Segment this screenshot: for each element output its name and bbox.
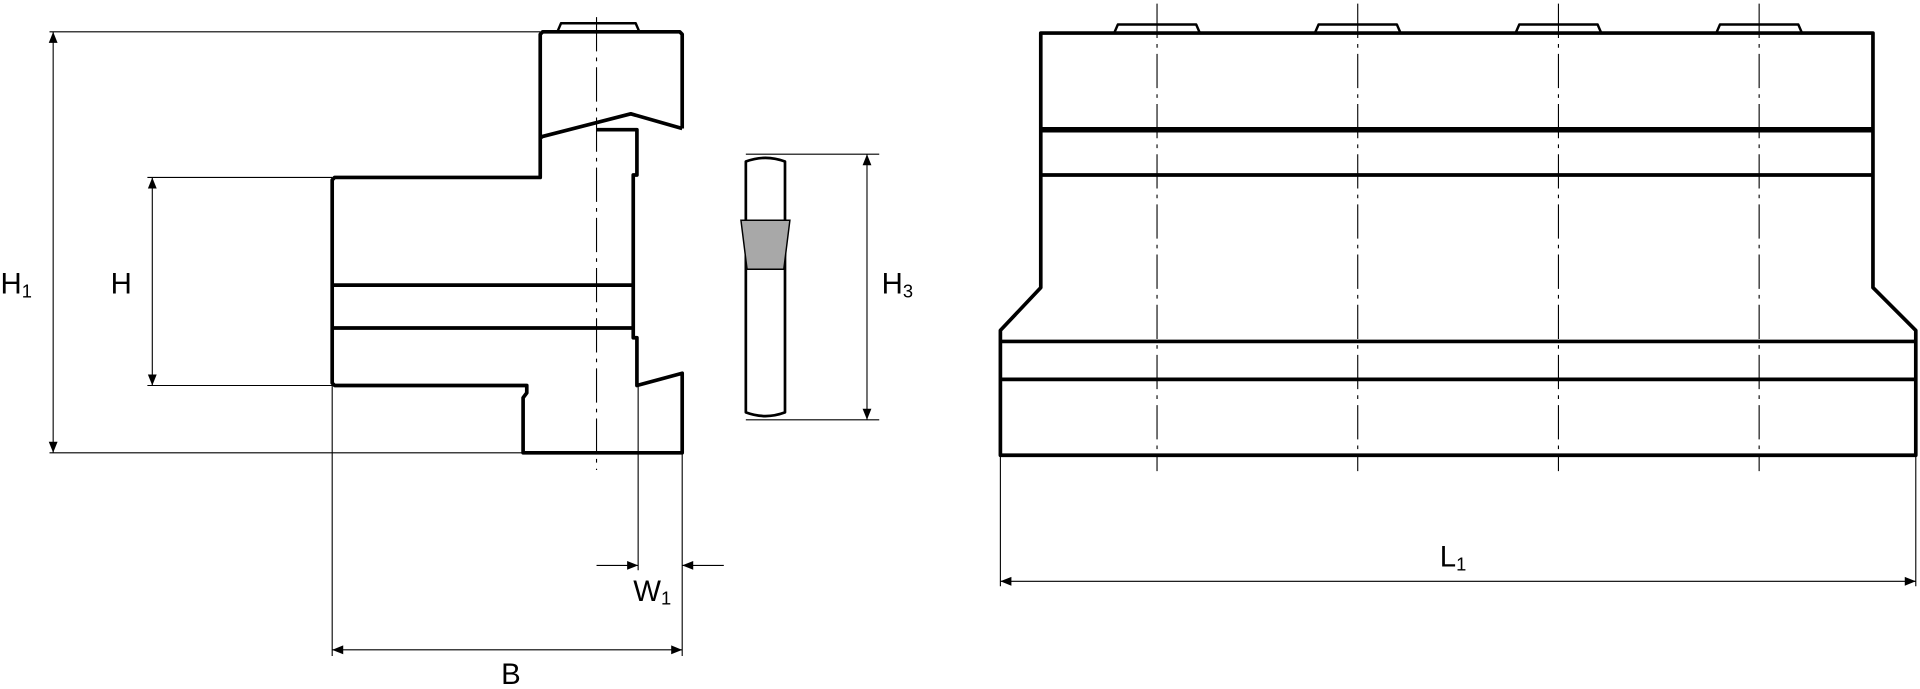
side-view: H1 H B W1 xyxy=(1,17,724,689)
insert-outline xyxy=(744,156,787,418)
b-label: B xyxy=(501,658,521,689)
h3-label: H3 xyxy=(882,268,913,302)
insert-view: H3 xyxy=(740,153,913,421)
insert-shaded-section xyxy=(740,219,791,270)
l1-label: L1 xyxy=(1440,541,1467,575)
clamp-cap xyxy=(556,22,641,33)
front-view: L1 xyxy=(998,3,1918,587)
w1-label: W1 xyxy=(633,575,671,609)
side-view-outline xyxy=(330,29,685,455)
h1-label: H1 xyxy=(1,268,32,302)
front-view-outline xyxy=(998,31,1918,458)
h-label: H xyxy=(111,268,132,301)
clamp-v-groove xyxy=(539,111,683,139)
